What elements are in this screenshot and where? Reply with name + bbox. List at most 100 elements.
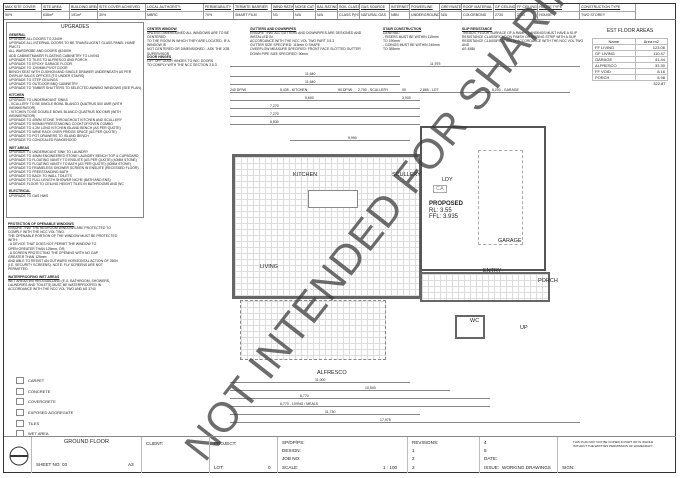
car-space — [478, 150, 523, 245]
header-cell: WIND RATINGN3 — [272, 4, 294, 19]
wc-room — [455, 315, 485, 339]
ca-marker: CA — [433, 185, 447, 193]
room-garage: GARAGE — [498, 238, 522, 244]
dim-bottom-10540: 10,540 — [230, 386, 450, 391]
job-box: SP/DP/PS: DESIGN: JOB NO: SCALE: 1 : 100 — [278, 437, 408, 473]
legend-swatch-icon — [16, 419, 24, 427]
entry-porch-area — [420, 272, 550, 302]
title-block: GROUND FLOOR SHEET NO: 03 A3 CLIENT: PRO… — [4, 436, 676, 473]
client-box: CLIENT: — [142, 437, 210, 473]
dim-5635: 6,830 — [230, 120, 420, 125]
room-alfresco: ALFRESCO — [317, 370, 347, 376]
room-kitchen: KITCHEN — [293, 172, 318, 178]
date-issue-box: 4 5 DATE: ISSUE: WORKING DRAWINGS — [480, 437, 558, 473]
legend-item: CONCRETE — [16, 386, 73, 397]
header-cell: GREYWATERN/A — [440, 4, 462, 19]
house-main — [232, 154, 422, 299]
dim-7270a: 7,270 — [230, 104, 420, 109]
dim-bottom-11730: 11,730 — [230, 410, 420, 415]
legend-item: EXPOSED AGGREGATE — [16, 407, 73, 418]
dim-garage-row: 2,865 - LDT 6,200 - GARAGE — [420, 88, 570, 93]
sheet-info: GROUND FLOOR SHEET NO: 03 A3 — [32, 437, 142, 473]
drawing-frame — [3, 3, 676, 473]
sheet-name: GROUND FLOOR — [64, 439, 109, 445]
legend-swatch-icon — [16, 398, 24, 406]
project-box: PROJECT: LOT: 0 — [210, 437, 278, 473]
dim-11640b: 11,640 — [230, 80, 400, 85]
alfresco-area — [240, 300, 386, 360]
legend-item: COVERCRETE — [16, 396, 73, 407]
north-arrow — [4, 437, 32, 473]
dim-bottom-6770: 6,770 — [230, 394, 490, 399]
room-living: LIVING — [260, 264, 279, 270]
room-entry: ENTRY — [483, 268, 502, 274]
room-scullery: SCULLERY — [392, 172, 421, 178]
legend-item: CARPET — [16, 375, 73, 386]
legend-item: TILES — [16, 418, 73, 429]
dim-bottom-17975: 17,975 — [230, 418, 580, 423]
header-cell: LOCAL AUTHORITY:MBRC — [146, 4, 204, 19]
kitchen-island — [308, 190, 358, 208]
dim-11640a: 11,640 — [230, 72, 400, 77]
north-arrow-icon — [9, 446, 29, 466]
revisions-box: REVISIONS: 1 2 3 — [408, 437, 480, 473]
legend-swatch-icon — [16, 408, 24, 416]
upgrades-title: UPGRADES — [60, 24, 90, 30]
floor-plan: 11,975 11,640 11,640 240 DP/W 5,435 - KI… — [220, 60, 580, 426]
dim-bottom-11000: 11,000 — [230, 378, 410, 383]
legend-swatch-icon — [16, 387, 24, 395]
paper-size: A3 — [128, 462, 134, 467]
area-total: 322.87 — [653, 81, 666, 87]
dim-bottom-living: 6,770 - LIVING / MEALS — [230, 402, 490, 407]
legend-swatch-icon — [16, 376, 24, 384]
room-ldy: LDY — [442, 177, 453, 183]
room-porch: PORCH — [538, 278, 558, 284]
dim-5990: 5,990 — [290, 136, 410, 141]
sheet-number: SHEET NO: 03 — [36, 462, 68, 467]
dim-overall: 11,975 — [230, 62, 580, 67]
room-wc: WC — [470, 318, 480, 324]
level-note: PROPOSED RL: 3.55 FFL: 3.935 — [429, 201, 464, 220]
copyright-box: THIS PLAN MAY NOT BE COPIED IN PART OR I… — [562, 440, 654, 470]
dim-room-row: 240 DP/W 5,435 - KITCHEN 90 DP/W 2,790 -… — [230, 88, 420, 93]
stairs-up: UP — [520, 325, 528, 331]
dim-7270b: 7,270 — [230, 112, 420, 117]
floor-areas-title: EST FLOOR AREAS — [606, 28, 654, 34]
